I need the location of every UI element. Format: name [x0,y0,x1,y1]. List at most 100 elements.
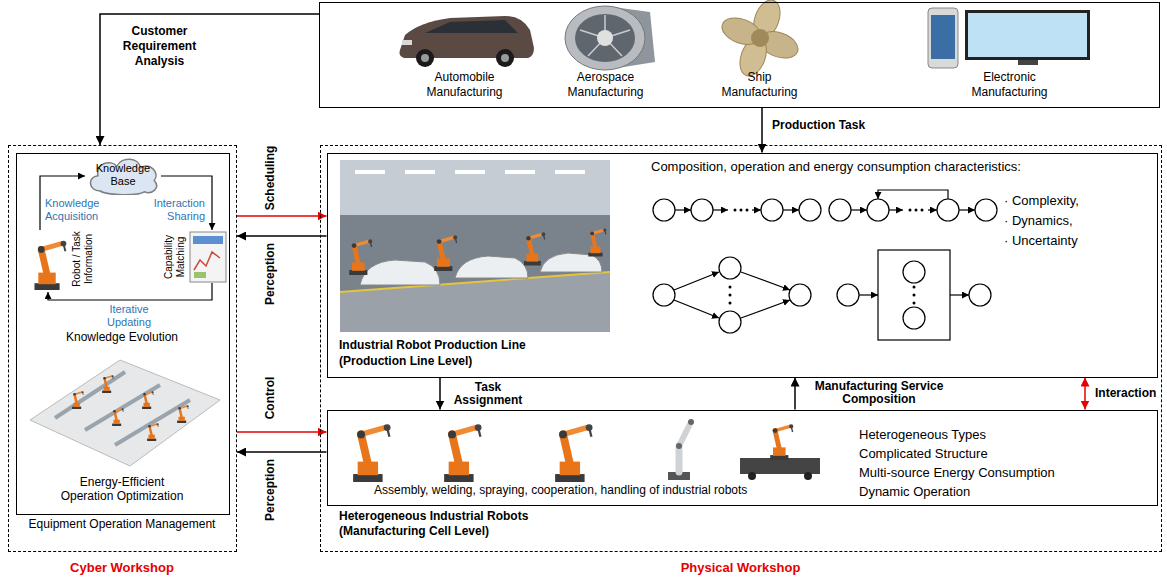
factory-picture [55,372,190,445]
loop-label: Iterative Updating [94,303,164,329]
connector-label: Perception [263,455,277,525]
turbine-picture [580,15,630,56]
connector-arrow [1084,378,1086,410]
car-picture [402,40,412,45]
knowledge-loop [190,232,226,282]
characteristics-heading: Composition, operation and energy consum… [651,159,1151,175]
process-structure-diagrams [783,209,799,210]
feature-item: Dynamic Operation [859,484,1149,500]
knowledge-loop [34,241,66,290]
car-picture [416,49,434,67]
process-structure-diagrams [719,311,741,333]
knowledge-loop [194,272,206,278]
process-structure-diagrams [713,209,728,210]
cobot-picture [688,419,694,425]
process-structure-diagrams [975,199,997,221]
production-line-photo [455,256,528,278]
process-structure-diagrams [653,190,997,340]
electronics-picture [1018,60,1038,65]
process-structure-diagrams [752,209,761,210]
ellipsis-dots [729,294,732,297]
production-line-photo [434,235,457,271]
mobile-robot-picture [748,472,756,480]
loop-label: Interaction Sharing [139,197,205,223]
factory-picture [112,408,124,426]
process-structure-diagrams [761,199,783,221]
connector-arrow [237,235,327,237]
bullet-item: · Dynamics, [1004,213,1154,229]
production-line-box: Industrial Robot Production Line (Produc… [327,153,1158,378]
production-line-photo [405,170,435,174]
connector-label: Scheduling [263,143,277,213]
ellipsis-dots [913,286,916,289]
process-structure-diagrams [789,284,811,306]
application-box: Automobile ManufacturingAerospace Manufa… [319,2,1160,108]
process-structure-diagrams [903,261,925,283]
factory-picture [177,405,189,423]
process-structure-diagrams [937,199,959,221]
mobile-robot-picture [804,472,812,480]
bullet-item: · Complexity, [1004,193,1154,209]
connector-label: Task Assignment [448,381,528,407]
image-caption: Ship Manufacturing [710,70,810,100]
industrial-robots-picture [353,419,820,482]
production-line-photo [555,170,585,174]
connector-arrow [237,451,327,453]
connector-arrow [237,215,327,217]
production-line-photo [340,160,610,332]
mobile-robot-picture [770,424,793,460]
connector-label: Manufacturing Service Composition [804,380,954,406]
process-structure-diagrams [878,190,948,199]
workshop-region: Knowledge BaseKnowledge Acquisition Inter… [8,145,237,552]
cobot-picture [676,443,682,449]
production-line-photo [360,253,602,285]
process-structure-diagrams [851,209,867,210]
process-structure-diagrams [829,199,851,221]
ellipsis-dots [913,294,916,297]
connector-label: Perception [263,239,277,309]
industrial-robots-picture [444,424,481,482]
electronics-picture [928,8,958,68]
factory-picture [142,391,154,409]
vertical-label: Robot / Task Information [71,226,95,292]
vertical-label: Capability Matching [163,228,187,286]
process-structure-diagrams [741,272,790,290]
car-picture [400,16,535,67]
management-box: Knowledge BaseKnowledge Acquisition Inter… [16,153,230,515]
production-line-photo [349,239,372,275]
workshop-title: Physical Workshop [320,560,1162,576]
knowledge-cloud: Knowledge Base [85,155,161,195]
workshop-title: Cyber Workshop [20,560,225,576]
factory-picture [147,423,159,441]
turbine-picture [575,14,635,62]
process-structure-diagrams [867,199,889,221]
process-structure-diagrams [903,307,925,329]
image-caption: Electronic Manufacturing [960,70,1060,100]
loop-label: Knowledge Acquisition [45,197,107,223]
propeller-picture [751,29,769,47]
ellipsis-dots [921,209,924,212]
feature-item: Complicated Structure [859,446,1149,462]
bullet-item: · Uncertainty [1004,233,1154,249]
connector-arrow [794,378,796,410]
connector-label: Production Task [772,118,972,133]
ellipsis-dots [915,209,918,212]
process-structure-diagrams [969,284,991,306]
process-structure-diagrams [950,294,969,295]
process-structure-diagrams [741,300,790,318]
process-structure-diagrams [719,257,741,279]
connector-label: Interaction [1095,387,1163,400]
image-caption: Aerospace Manufacturing [556,70,656,100]
connector-arrow [237,431,327,433]
ellipsis-dots [746,209,749,212]
knowledge-loop [193,236,223,244]
factory-picture [72,391,84,409]
process-structure-diagrams [859,294,878,295]
car-picture [421,54,429,62]
connector-arrow [100,14,319,145]
ellipsis-dots [740,209,743,212]
turbine-picture [565,6,655,70]
cobot-picture [676,446,683,472]
